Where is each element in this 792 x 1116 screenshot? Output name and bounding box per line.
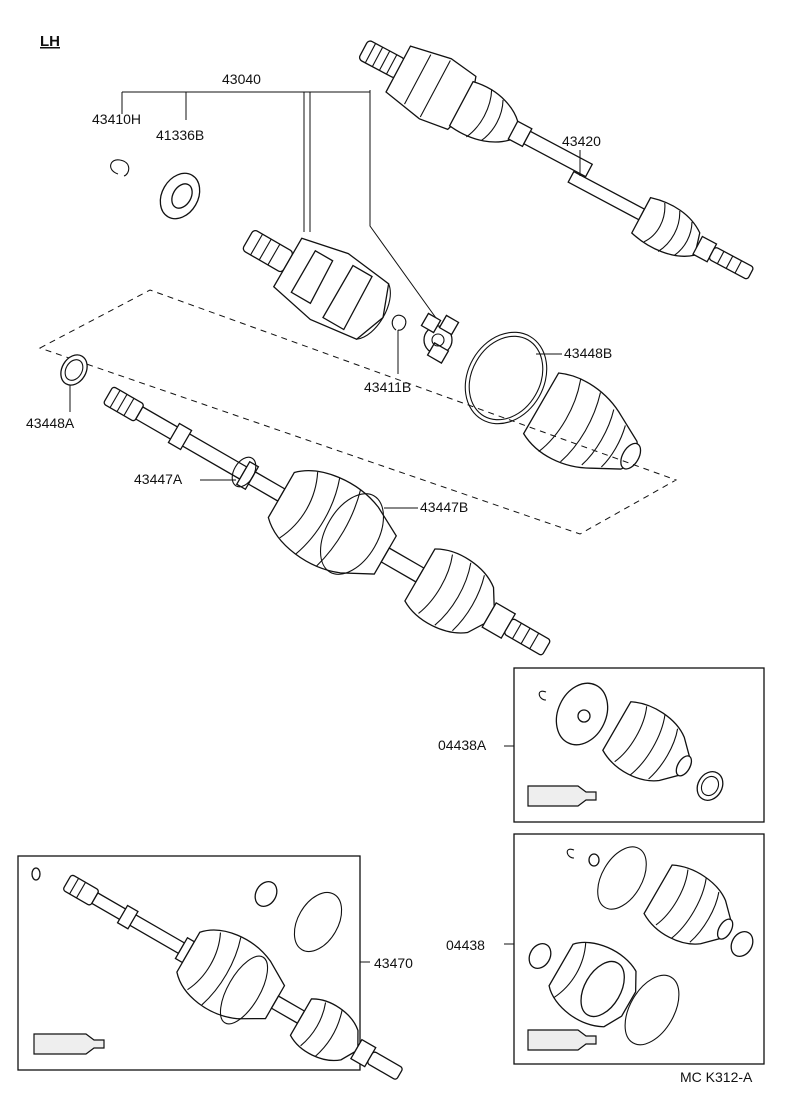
label-43448A: 43448A [26,415,75,431]
kit-box-04438A [504,667,765,823]
large-clamp-part [464,331,548,425]
upper-drive-shaft [358,40,754,280]
label-43470: 43470 [374,955,413,971]
small-clamp-part [60,354,88,386]
snap-ring-part [110,159,130,177]
kit-box-04438 [504,833,765,1065]
label-43040: 43040 [222,71,261,87]
inboard-joint-housing [242,229,391,341]
tripod-joint-part [420,312,460,364]
clamp-43447A-part [231,456,257,488]
dashed-group-boundary [38,289,678,535]
label-43420: 43420 [562,133,601,149]
reference-code: MC K312-A [680,1069,753,1085]
assembly-box-43470 [17,855,403,1080]
tripod-snap-ring-part [391,314,407,331]
label-43447B: 43447B [420,499,468,515]
clamp-43447B-part [319,493,385,575]
dust-deflector-part [159,172,201,220]
corner-label: LH [40,33,60,50]
label-43410H: 43410H [92,111,141,127]
label-04438A: 04438A [438,737,487,753]
label-41336B: 41336B [156,127,204,143]
label-43411B: 43411B [364,379,411,395]
label-43447A: 43447A [134,471,183,487]
inboard-boot-part [522,372,642,470]
label-43448B: 43448B [564,345,612,361]
label-04438: 04438 [446,937,485,953]
main-drive-shaft [103,386,551,656]
